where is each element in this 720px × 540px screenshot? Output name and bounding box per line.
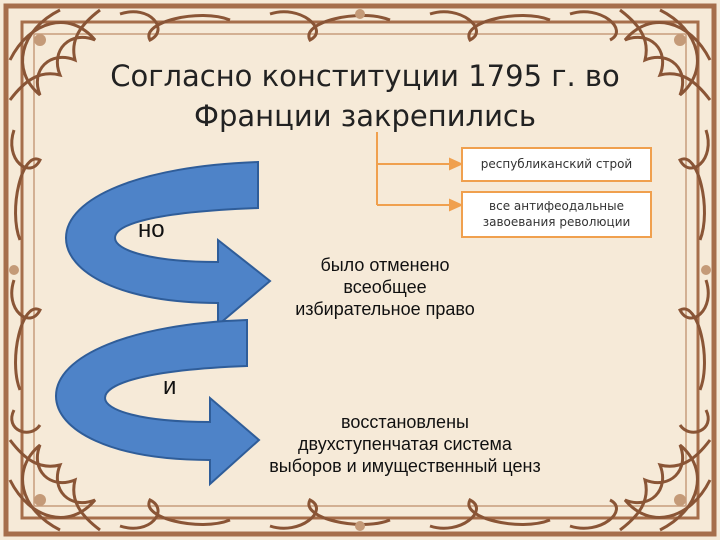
- statement-1-line-1: было отменено: [320, 255, 450, 275]
- slide-title: Согласно конституции 1795 г. во Франции …: [80, 56, 650, 136]
- box-anti-feudal-gains-line-2: завоевания революции: [482, 215, 631, 229]
- connector-i: и: [163, 373, 177, 400]
- connector-no: но: [138, 216, 165, 243]
- statement-2-line-2: двухступенчатая система: [298, 434, 512, 454]
- curved-arrow-1: [64, 160, 272, 328]
- statement-2-line-1: восстановлены: [341, 412, 469, 432]
- bracket-connector: [376, 132, 464, 212]
- statement-suffrage-abolished: было отменено всеобщее избирательное пра…: [270, 254, 500, 320]
- slide-title-line-1: Согласно конституции 1795 г. во: [110, 59, 620, 93]
- statement-1-line-2: всеобщее: [343, 277, 427, 297]
- box-anti-feudal-gains: все антифеодальные завоевания революции: [461, 191, 652, 238]
- slide-title-line-2: Франции закрепились: [194, 99, 536, 133]
- box-anti-feudal-gains-line-1: все антифеодальные: [489, 199, 624, 213]
- curved-arrow-2: [54, 318, 261, 487]
- statement-two-stage-elections: восстановлены двухступенчатая система вы…: [230, 411, 580, 477]
- statement-2-line-3: выборов и имущественный ценз: [269, 456, 541, 476]
- statement-1-line-3: избирательное право: [295, 299, 475, 319]
- box-republican-system: республиканский строй: [461, 147, 652, 182]
